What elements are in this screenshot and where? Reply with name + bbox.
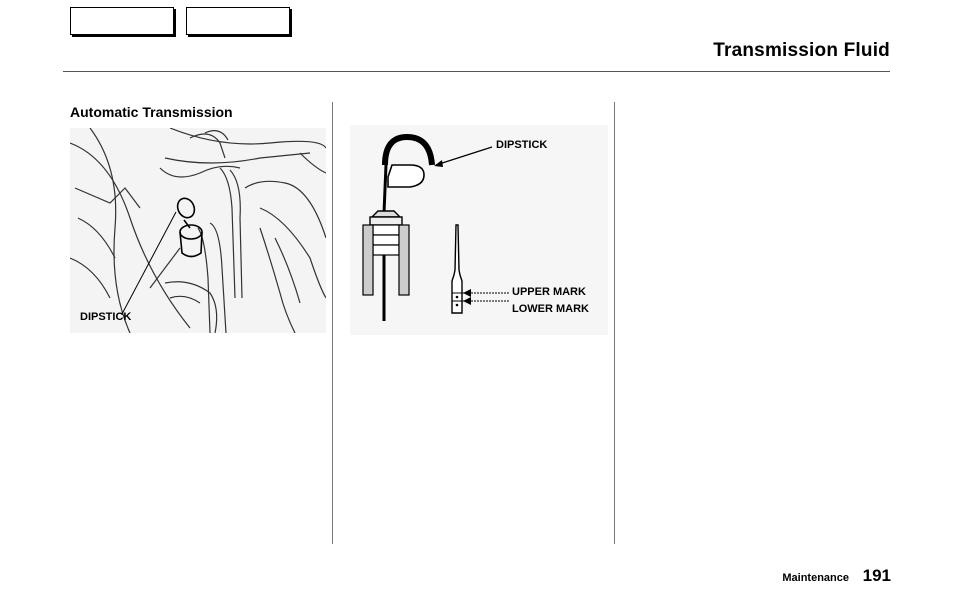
column-divider-right (614, 102, 615, 544)
nav-previous-button[interactable] (70, 7, 174, 35)
page-number: 191 (862, 566, 891, 585)
dipstick-detail-drawing (350, 125, 608, 335)
engine-dipstick-label: DIPSTICK (80, 311, 132, 323)
lower-mark-label: LOWER MARK (512, 303, 589, 315)
section-heading: Automatic Transmission (70, 104, 233, 120)
header-divider (63, 71, 890, 72)
footer-section-name: Maintenance (782, 572, 849, 584)
nav-next-button[interactable] (186, 7, 290, 35)
engine-bay-drawing (69, 127, 327, 334)
engine-bay-illustration: DIPSTICK (69, 127, 327, 338)
page-title: Transmission Fluid (713, 40, 890, 61)
upper-mark-label: UPPER MARK (512, 286, 586, 298)
dipstick-detail-label: DIPSTICK (496, 139, 548, 151)
column-divider-left (332, 102, 333, 544)
dipstick-detail-illustration: DIPSTICK UPPER MARK LOWER MARK (350, 125, 608, 340)
